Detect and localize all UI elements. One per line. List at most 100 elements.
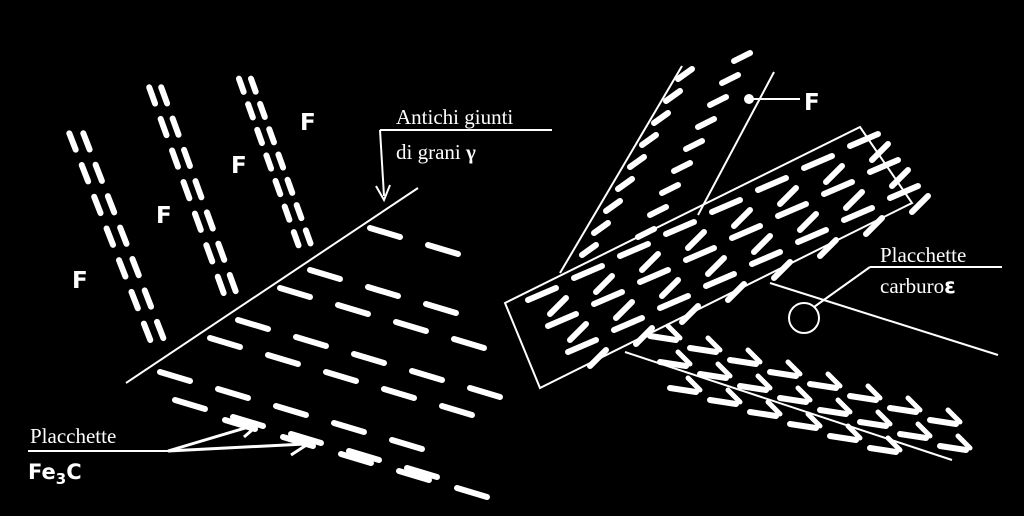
- cementite-plate: [439, 403, 475, 418]
- ferrite-lath: [191, 210, 204, 233]
- carbide-plate: [745, 347, 763, 365]
- ferrite-lath: [154, 318, 167, 342]
- carbide-plate: [657, 359, 689, 369]
- carbide-plate: [679, 303, 701, 325]
- carbide-plate: [647, 333, 679, 343]
- ferrite-lath: [146, 84, 159, 107]
- cementite-plate: [367, 225, 403, 240]
- ferrite-lath: [80, 130, 93, 153]
- carbide-plate: [857, 419, 889, 429]
- carbide-plate: [731, 50, 753, 64]
- carbide-plate: [687, 345, 719, 355]
- ferrite-lath: [157, 115, 170, 139]
- carbide-plate: [817, 237, 839, 259]
- carbide-plate: [749, 249, 783, 267]
- cementite-plate: [331, 420, 367, 435]
- carbide-plate: [767, 369, 799, 379]
- carbide-plate: [727, 357, 759, 367]
- carbide-plate: [683, 138, 705, 152]
- cementite-plate: [273, 403, 309, 418]
- ferrite-label-4: F: [300, 110, 316, 136]
- cementite-plate: [215, 386, 251, 401]
- prior-grain-boundary: [125, 187, 419, 384]
- carbide-plate: [797, 211, 819, 233]
- ferrite-label-2: F: [156, 203, 172, 229]
- carbide-plate: [775, 201, 809, 219]
- cementite-plate: [454, 485, 490, 500]
- boundary-callout-stem: [379, 129, 385, 197]
- left-panel: Antichi giunti di grani γ F F F F Placch…: [28, 75, 552, 500]
- carbide-plate: [795, 385, 813, 403]
- ferrite-lath: [302, 227, 314, 247]
- ferrite-lath: [92, 161, 105, 184]
- ferrite-lath: [169, 147, 181, 170]
- carbide-plate: [747, 409, 779, 419]
- cementite-plate: [207, 335, 243, 350]
- carbide-plate: [571, 263, 605, 281]
- cementite-plate: [235, 317, 271, 332]
- carbide-plate: [937, 443, 969, 453]
- carbide-plate: [665, 323, 683, 341]
- cementite-plate: [393, 319, 429, 334]
- carbide-plate: [639, 132, 659, 148]
- carbide-plate: [875, 409, 893, 427]
- carbide-plate: [927, 417, 959, 427]
- ferrite-lath: [266, 126, 277, 146]
- carbide-plate: [651, 110, 671, 126]
- ferrite-lath: [181, 146, 193, 169]
- cementite-plate: [425, 242, 461, 257]
- cementite-plate: [381, 386, 417, 401]
- carbide-plate: [787, 421, 819, 431]
- cementite-plate: [351, 351, 387, 366]
- lower-band-top-edge: [769, 282, 999, 356]
- ferrite-lath: [141, 287, 155, 310]
- carbide-plate: [675, 349, 693, 367]
- carbide-plate: [659, 182, 681, 196]
- carbide-plate: [869, 141, 891, 163]
- cementite-plate: [396, 468, 432, 483]
- carbide-plate: [823, 163, 845, 185]
- ferrite-lath: [215, 240, 228, 263]
- carbide-plate: [567, 321, 589, 343]
- ferrite-lath: [281, 203, 293, 223]
- right-panel: F Placchette carburoε: [503, 50, 1002, 461]
- boundary-label-line2: di grani γ: [396, 140, 476, 164]
- carbide-plate: [705, 335, 723, 353]
- carbide-plate: [847, 131, 881, 149]
- carbide-plate: [821, 179, 855, 197]
- ferrite-lath: [254, 126, 265, 146]
- carbide-plate: [659, 277, 681, 299]
- carbide-plate: [955, 433, 973, 451]
- carbide-plate: [611, 315, 645, 333]
- carbide-plate: [707, 94, 729, 108]
- carbide-plate: [565, 337, 599, 355]
- ferrite-label-1: F: [72, 268, 88, 294]
- ferrite-lath: [140, 320, 154, 343]
- carbide-plate: [835, 397, 853, 415]
- ferrite-lath: [103, 225, 116, 248]
- carbide-plate: [897, 431, 929, 441]
- carbide-plate: [729, 223, 763, 241]
- carbide-plate: [675, 66, 695, 82]
- ferrite-marker-dot: [744, 94, 754, 104]
- ferrite-label-right: F: [804, 90, 820, 116]
- carbide-plate: [719, 72, 741, 86]
- ferrite-label-3: F: [231, 153, 247, 179]
- ferrite-lath: [284, 176, 296, 196]
- cementite-plate: [172, 397, 208, 412]
- epsilon-carbide-plates: [525, 50, 973, 455]
- ferrite-lath: [104, 193, 118, 216]
- carbide-plate: [705, 255, 727, 277]
- ferrite-lath: [247, 75, 259, 95]
- carbide-plate: [737, 383, 769, 393]
- carbide-plate: [591, 289, 625, 307]
- cementite-plate: [389, 437, 425, 452]
- carbide-plate: [765, 399, 783, 417]
- carbide-plate: [777, 395, 809, 405]
- cementite-plate: [265, 352, 301, 367]
- carbide-plate: [709, 197, 743, 215]
- carbide-plate: [795, 227, 829, 245]
- carbide-plate: [667, 385, 699, 395]
- carbide-plate: [637, 267, 671, 285]
- carbide-plate: [887, 183, 921, 201]
